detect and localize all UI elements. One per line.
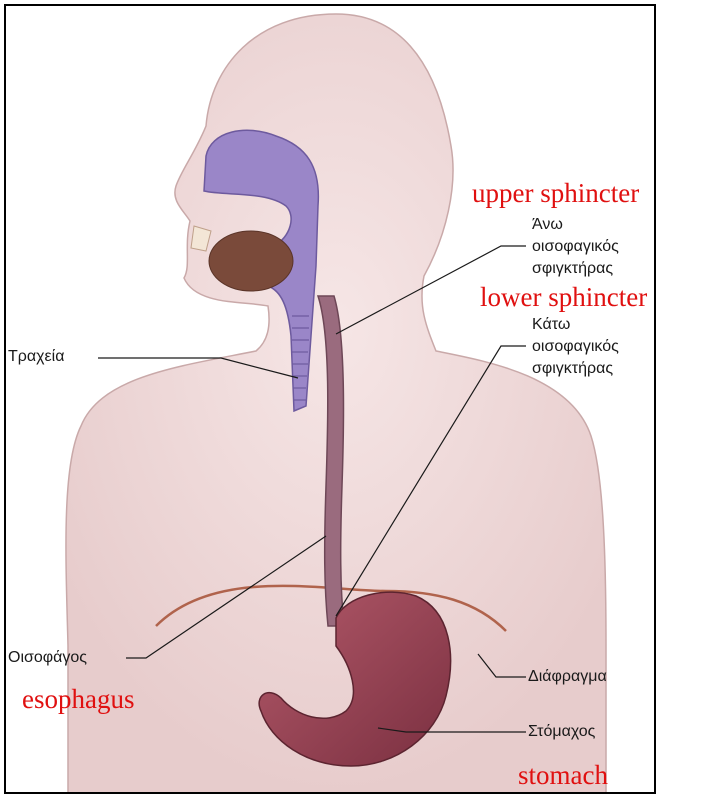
label-diaphragm-gr: Διάφραγμα [528, 666, 607, 688]
label-stomach-gr: Στόμαχος [528, 721, 595, 743]
diagram-frame: Τραχεία Άνω οισοφαγικός σφιγκτήρας Κάτω … [4, 4, 656, 794]
label-trachea: Τραχεία [8, 346, 64, 368]
lower-sphincter-line-1: Κάτω [532, 314, 619, 336]
label-esophagus-gr: Οισοφάγος [8, 647, 87, 669]
label-upper-sphincter-en: upper sphincter [472, 178, 639, 208]
upper-sphincter-line-2: οισοφαγικός [532, 236, 619, 258]
label-stomach-en: stomach [518, 760, 608, 790]
label-lower-sphincter-en: lower sphincter [480, 282, 647, 312]
lower-sphincter-line-2: οισοφαγικός [532, 336, 619, 358]
lower-sphincter-line-3: σφιγκτήρας [532, 358, 619, 380]
label-upper-sphincter-gr: Άνω οισοφαγικός σφιγκτήρας [532, 214, 619, 280]
label-lower-sphincter-gr: Κάτω οισοφαγικός σφιγκτήρας [532, 314, 619, 380]
upper-sphincter-line-3: σφιγκτήρας [532, 258, 619, 280]
label-esophagus-en: esophagus [22, 684, 134, 714]
upper-sphincter-line-1: Άνω [532, 214, 619, 236]
tongue [209, 231, 293, 291]
